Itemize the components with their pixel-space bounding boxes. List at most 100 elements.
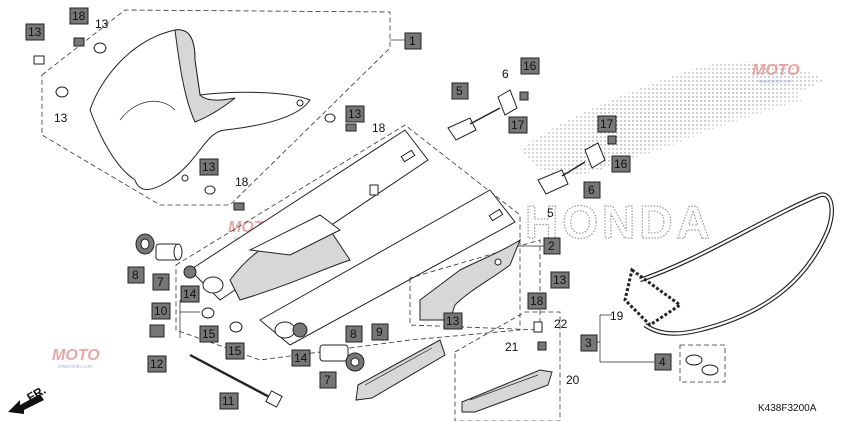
callout-15-a: 15	[199, 325, 219, 343]
svg-text:13: 13	[202, 160, 216, 174]
callout-plain-22: 22	[554, 317, 568, 331]
front-direction-arrow: FR.	[8, 383, 48, 414]
honda-wing-logo-background: HONDA	[520, 61, 825, 249]
chain-guide-20	[461, 369, 553, 413]
svg-text:18: 18	[530, 294, 544, 308]
moto-watermark-2: MOTO www.moto.com	[752, 62, 800, 85]
callout-9: 9	[371, 323, 389, 341]
svg-text:4: 4	[659, 355, 666, 369]
nut-21	[537, 341, 547, 351]
callout-1: 1	[404, 32, 422, 50]
callout-16-upper: 16	[520, 57, 540, 75]
svg-text:18: 18	[72, 9, 86, 23]
svg-text:16: 16	[523, 59, 537, 73]
moto-watermark-3: MOTO www.moto.com	[52, 347, 100, 370]
chain-guard	[89, 29, 311, 190]
pivot-bolt-11	[189, 353, 283, 408]
bearing-8-right	[345, 352, 365, 372]
collar-7-right	[319, 344, 349, 362]
svg-text:17: 17	[600, 117, 614, 131]
callout-3: 3	[580, 334, 598, 352]
callout-2: 2	[543, 237, 561, 255]
callout-14-right: 14	[291, 349, 311, 367]
callout-4: 4	[654, 353, 672, 371]
svg-text:14: 14	[183, 287, 197, 301]
callout-plain-6: 6	[502, 67, 509, 81]
svg-text:5: 5	[456, 84, 463, 98]
callout-7-right: 7	[319, 371, 337, 389]
svg-text:3: 3	[585, 336, 592, 350]
svg-text:10: 10	[154, 304, 168, 318]
svg-text:2: 2	[548, 239, 555, 253]
svg-text:MOTO: MOTO	[52, 347, 100, 364]
svg-text:16: 16	[614, 157, 628, 171]
callout-plain-5: 5	[547, 206, 554, 220]
svg-text:MOTO: MOTO	[752, 62, 800, 79]
callout-plain-13-left: 13	[54, 111, 68, 125]
callout-plain-13-top: 13	[95, 17, 109, 31]
callout-11: 11	[219, 392, 239, 410]
nut-12	[149, 324, 165, 338]
callout-13-e: 13	[25, 23, 45, 41]
callout-8-right: 8	[345, 325, 363, 343]
swingarm-group-outline	[175, 124, 521, 361]
callout-plain-18-lower: 18	[235, 175, 249, 189]
svg-text:13: 13	[553, 273, 567, 287]
callout-plain: 13 13 18 18 6 5 19 21 22 20	[54, 17, 624, 387]
callout-13-c: 13	[550, 271, 570, 289]
svg-text:8: 8	[132, 268, 139, 282]
callout-boxes: 1 2 3 4 5 6 7 7 8 8 9 10 11 12 13 13 13 …	[25, 7, 672, 410]
svg-text:17: 17	[511, 118, 525, 132]
callout-5: 5	[451, 82, 469, 100]
callout-plain-19: 19	[610, 309, 624, 323]
swingarm	[189, 129, 516, 346]
chain-adjuster-5-upper	[447, 107, 501, 141]
bearing-8-left	[135, 233, 155, 255]
svg-text:14: 14	[294, 351, 308, 365]
bearing-14-left	[183, 265, 197, 279]
svg-text:www.moto.com: www.moto.com	[758, 79, 792, 85]
callout-17-upper: 17	[508, 116, 528, 134]
callout-6: 6	[583, 181, 601, 199]
callout-13-d: 13	[443, 312, 463, 330]
chain-joint-4	[679, 344, 726, 383]
seal-15-left	[201, 307, 243, 333]
collar-7-left	[155, 243, 183, 261]
callout-17-lower: 17	[597, 115, 617, 133]
collar-13-top	[55, 42, 107, 98]
collars-right-13	[204, 113, 357, 211]
callout-13-b: 13	[199, 158, 219, 176]
callout-14-left: 14	[180, 285, 200, 303]
callout-12: 12	[147, 355, 167, 373]
chain-adjuster-plate-6-upper	[497, 89, 529, 116]
callout-16-lower: 16	[611, 155, 631, 173]
chain-adjuster-plate-6-lower	[584, 135, 617, 169]
drive-chain-19	[623, 192, 834, 336]
svg-text:13: 13	[446, 314, 460, 328]
callout-8-left: 8	[127, 266, 145, 284]
bolt-18-top	[33, 37, 85, 65]
callout-7-left: 7	[152, 273, 170, 291]
chain-roller-9	[355, 339, 446, 401]
callout-18-a: 18	[69, 7, 89, 25]
callout-13-a: 13	[345, 105, 365, 123]
callout-plain-18-right: 18	[372, 121, 386, 135]
chain-slider-2	[419, 238, 522, 321]
svg-text:13: 13	[28, 25, 42, 39]
svg-text:1: 1	[409, 34, 416, 48]
svg-text:www.moto.com: www.moto.com	[58, 364, 92, 370]
svg-text:8: 8	[350, 327, 357, 341]
callout-18-b: 18	[527, 292, 547, 310]
chain-guide-group-outline	[454, 311, 561, 421]
svg-text:15: 15	[202, 327, 216, 341]
callout-15-b: 15	[225, 342, 245, 360]
diagram-code: K438F3200A	[758, 403, 817, 414]
bearing-14-right	[292, 322, 308, 338]
svg-text:7: 7	[157, 275, 164, 289]
svg-text:6: 6	[588, 183, 595, 197]
svg-text:12: 12	[150, 357, 164, 371]
svg-text:15: 15	[228, 344, 242, 358]
svg-text:11: 11	[222, 394, 235, 408]
screw-22	[533, 321, 543, 333]
